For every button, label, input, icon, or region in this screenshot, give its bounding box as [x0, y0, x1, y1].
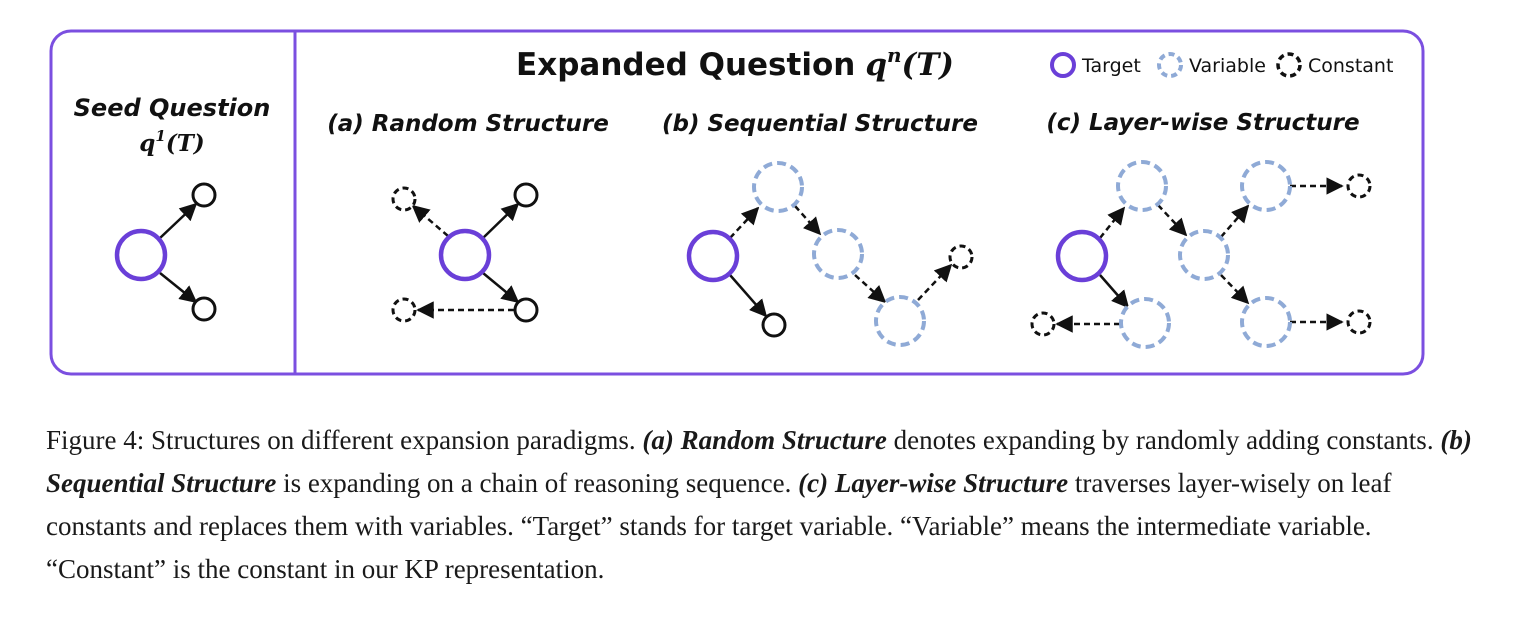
legend-constant-label: Constant: [1308, 55, 1393, 77]
panel-b-title: (b) Sequential Structure: [662, 111, 978, 137]
dashed-edge: [854, 274, 887, 304]
expanded-q-sup: n: [887, 43, 902, 67]
dashed-edge: [411, 204, 449, 237]
dashed-edge: [794, 205, 822, 236]
seed-graph: [114, 182, 217, 322]
constant-node-dashed: [1346, 309, 1372, 335]
seed-q: q: [139, 130, 155, 157]
caption-a-text: denotes expanding by randomly adding con…: [893, 425, 1434, 455]
dashed-edge: [1157, 204, 1188, 237]
caption-a-term: (a) Random Structure: [642, 425, 887, 455]
edge: [159, 202, 198, 239]
constant-node-dashed: [391, 186, 417, 212]
random-structure-graph: [391, 182, 539, 323]
dashed-edge: [917, 263, 953, 301]
variable-node: [1119, 297, 1171, 349]
constant-node: [191, 182, 217, 208]
variable-node: [1240, 160, 1292, 212]
variable-node: [1240, 296, 1292, 348]
variable-node: [1178, 229, 1230, 281]
dashed-edge: [1220, 274, 1250, 305]
constant-node: [191, 296, 217, 322]
panel-a-title: (a) Random Structure: [327, 111, 609, 137]
constant-node: [761, 312, 787, 338]
expanded-title: Expanded Question qn(T): [516, 43, 954, 83]
legend-target-icon: [1050, 52, 1076, 78]
seed-title: Seed Question: [74, 94, 271, 122]
legend-variable-icon: [1157, 52, 1183, 78]
edge: [482, 202, 520, 239]
caption-figure-label: Figure 4: Structures on different expans…: [46, 425, 636, 455]
constant-node-dashed: [391, 297, 417, 323]
caption-b-text: is expanding on a chain of reasoning seq…: [283, 468, 792, 498]
expanded-q: q: [865, 47, 887, 83]
edge: [729, 274, 768, 318]
target-node: [438, 228, 492, 282]
constant-node: [513, 297, 539, 323]
target-node: [686, 229, 740, 283]
edge: [159, 272, 198, 304]
target-node: [1055, 229, 1109, 283]
seed-q-sup: 1: [155, 127, 165, 145]
variable-node: [752, 161, 804, 213]
constant-node-dashed: [1346, 173, 1372, 199]
expanded-title-text: Expanded Question: [516, 47, 855, 83]
edge: [1099, 274, 1130, 309]
outer-frame: [49, 29, 1425, 376]
constant-node: [513, 182, 539, 208]
legend: Target Variable Constant: [1050, 52, 1393, 78]
seed-q-arg: (T): [166, 130, 205, 157]
legend-target-label: Target: [1081, 55, 1141, 77]
dashed-edge: [1220, 204, 1250, 238]
seed-formula: q1(T): [139, 127, 204, 157]
variable-node: [812, 228, 864, 280]
figure-caption: Figure 4: Structures on different expans…: [46, 419, 1486, 591]
panel-c-title: (c) Layer-wise Structure: [1046, 110, 1359, 136]
constant-node-dashed: [1030, 311, 1056, 337]
constant-node-dashed: [948, 244, 974, 270]
target-node: [114, 228, 168, 282]
dashed-edge: [729, 206, 760, 239]
edge: [482, 272, 520, 304]
legend-variable-label: Variable: [1189, 55, 1266, 77]
sequential-structure-graph: [686, 161, 974, 347]
expanded-q-arg: (T): [902, 47, 954, 83]
legend-constant-icon: [1276, 52, 1302, 78]
layerwise-structure-graph: [1030, 160, 1372, 349]
caption-c-text: traverses layer-wisely on leaf constants…: [46, 468, 1392, 584]
variable-node: [1116, 160, 1168, 212]
caption-c-term: (c) Layer-wise Structure: [798, 468, 1069, 498]
caption-b-term: (b) Sequential Structure: [46, 425, 1472, 498]
dashed-edge: [1099, 206, 1126, 239]
variable-node: [874, 295, 926, 347]
